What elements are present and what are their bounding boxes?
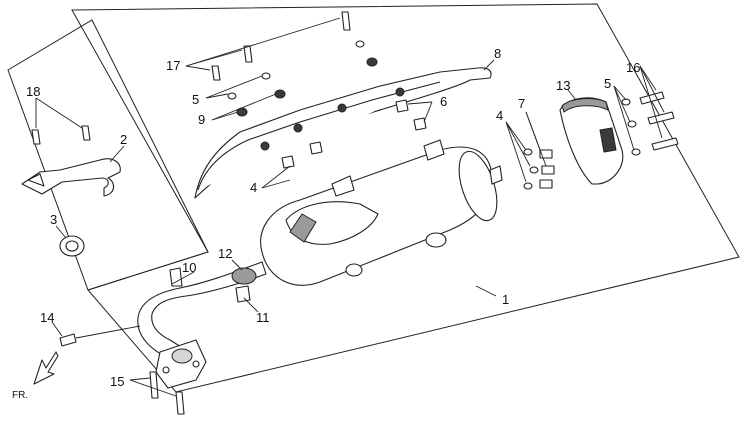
callout-3: 3	[50, 212, 57, 227]
callout-5-right: 5	[604, 76, 611, 91]
callout-15: 15	[110, 374, 124, 389]
callout-6: 6	[440, 94, 447, 109]
callout-14: 14	[40, 310, 54, 325]
callout-16: 16	[626, 60, 640, 75]
callout-17: 17	[166, 58, 180, 73]
callout-10: 10	[182, 260, 196, 275]
callout-12: 12	[218, 246, 232, 261]
flange-bolts	[149, 371, 185, 415]
heat-shield	[194, 67, 492, 199]
front-direction-label: FR.	[12, 390, 28, 401]
leader-lines	[35, 17, 665, 397]
bracket-bolts	[31, 125, 91, 145]
heat-shield-fasteners	[211, 11, 427, 169]
callout-4-right: 4	[496, 108, 503, 123]
callout-11: 11	[256, 310, 270, 325]
callout-7: 7	[518, 96, 525, 111]
callout-18: 18	[26, 84, 40, 99]
muffler-body	[260, 139, 503, 286]
front-direction-arrow	[33, 351, 59, 385]
side-group-frame	[7, 19, 209, 291]
callout-13: 13	[556, 78, 570, 93]
callout-labels: 1 2 3 4 4 5 5 6 7 8 9 10 11 12 13 14 15 …	[12, 46, 640, 401]
gasket-ring	[59, 235, 85, 257]
callout-9: 9	[198, 112, 205, 127]
end-cover-bolts	[621, 91, 679, 156]
oxygen-sensor	[59, 325, 141, 347]
callout-5-left: 5	[192, 92, 199, 107]
callout-8: 8	[494, 46, 501, 61]
callout-1: 1	[502, 292, 509, 307]
muffler-end-cover	[559, 97, 624, 185]
callout-2: 2	[120, 132, 127, 147]
callout-4-left: 4	[250, 180, 257, 195]
cover-fasteners	[523, 148, 555, 190]
pipe-clamp	[231, 267, 257, 303]
bracket-cable	[21, 158, 121, 197]
